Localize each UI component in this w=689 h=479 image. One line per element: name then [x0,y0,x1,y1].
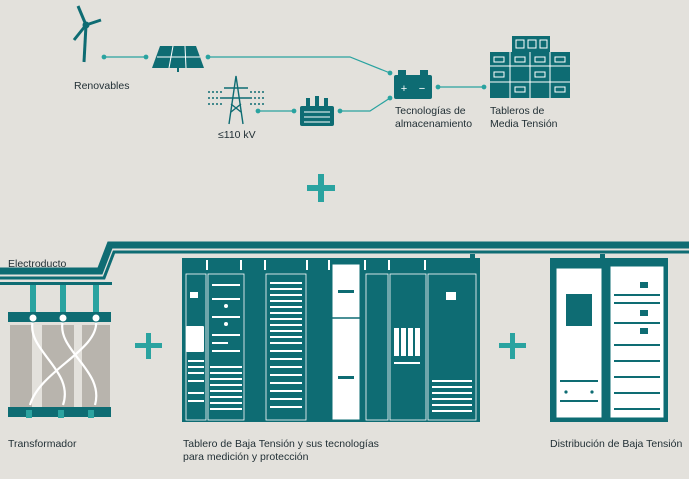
mv-switchgear-label-line2: Media Tensión [490,118,558,130]
small-transformer-icon [300,96,334,126]
plus-icon-left [135,333,162,359]
transmission-tower-icon [208,75,264,125]
svg-text:−: − [419,83,425,95]
plus-icon-right [499,333,526,359]
lv-switchboard-label-line1: Tablero de Baja Tensión y sus tecnología… [183,438,379,450]
lv-switchboard-label: Tablero de Baja Tensión y sus tecnología… [183,438,379,464]
connector-lines-top [101,54,487,114]
battery-icon: + − [394,70,432,99]
renewables-label: Renovables [74,80,130,92]
lv-distribution-icon [550,258,668,422]
lv-distribution-label: Distribución de Baja Tensión [550,438,683,450]
mv-switchgear-icon [490,36,570,98]
storage-label-line2: almacenamiento [395,118,473,130]
lv-switchboard-label-line2: para medición y protección [183,451,309,463]
wind-turbine-icon [72,5,102,63]
mv-switchgear-label-line1: Tableros de [490,105,545,117]
storage-label-line1: Tecnologías de [395,105,466,117]
mv-switchgear-label: Tableros de Media Tensión [490,105,558,131]
busway-label: Electroducto [8,258,67,270]
storage-label: Tecnologías de almacenamiento [395,105,472,131]
svg-text:+: + [401,83,407,95]
voltage-label: ≤110 kV [218,129,256,141]
transformer-label: Transformador [8,438,77,450]
plus-icon-center [307,174,335,202]
transformer-icon [8,285,111,418]
solar-panel-icon [152,45,204,72]
lv-switchboard-icon [182,258,480,422]
